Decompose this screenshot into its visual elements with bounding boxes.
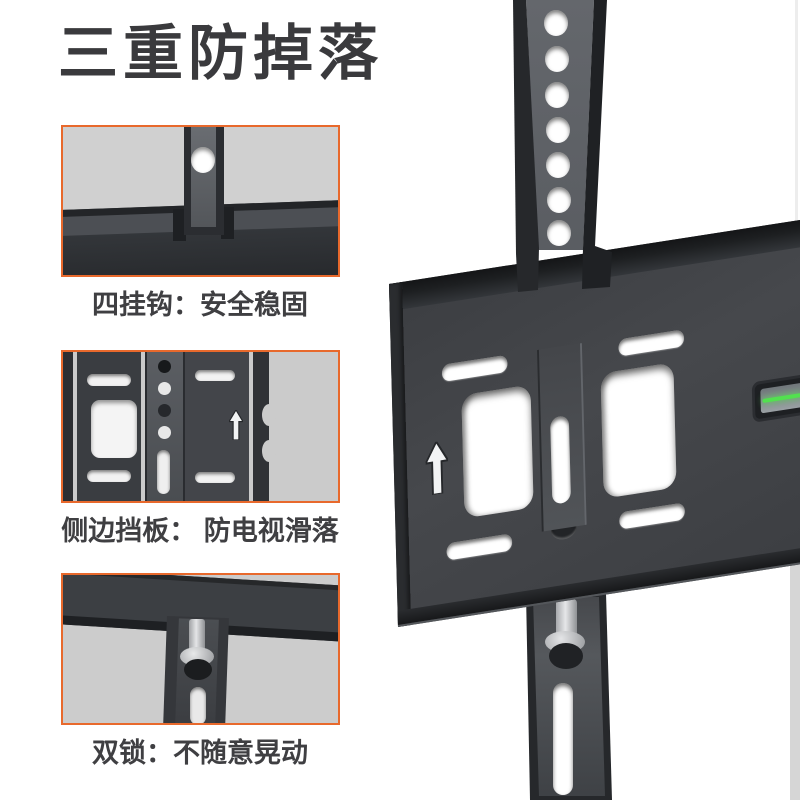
feature-caption-four-hooks: 四挂钩：安全稳固 (92, 290, 308, 320)
plate-cutout-left (461, 384, 534, 519)
rail-slot-sketch (189, 687, 206, 723)
feature-card-side-baffle: 侧边挡板： 防电视滑落 (40, 350, 360, 547)
feature-caption-side-baffle: 侧边挡板： 防电视滑落 (61, 516, 339, 546)
bubble-level (754, 376, 800, 420)
rail-hole-sketch (157, 382, 171, 395)
rail-hole-sketch (157, 426, 171, 439)
plate-cutout-right (600, 362, 677, 499)
feature-card-four-hooks: 四挂钩：安全稳固 (40, 125, 360, 321)
slot-sketch (194, 370, 235, 381)
lock-screw-sketch (188, 619, 205, 655)
bubble-level-green-line (762, 392, 800, 404)
hook-tab-right-sketch (220, 207, 234, 239)
center-rail-sketch (144, 352, 185, 501)
rail-slot-sketch (156, 450, 170, 494)
lock-hole (549, 643, 583, 669)
rail-hole-7 (547, 220, 571, 246)
backdrop-edge-band (790, 548, 800, 800)
baffle-notch-sketch (261, 404, 276, 426)
rail-hole-5 (546, 152, 570, 178)
lower-rail-slot (553, 683, 573, 795)
mount-slot-bottom-right (619, 502, 685, 530)
rail-strip-face-sketch (190, 127, 216, 227)
right-plate-sketch (184, 352, 249, 501)
rail-hole-6 (547, 187, 571, 213)
left-edge-sketch (62, 352, 73, 501)
slot-sketch (86, 470, 131, 482)
wall-plate (389, 219, 800, 627)
rail-hole-4 (546, 117, 570, 143)
slot-sketch (86, 374, 131, 386)
rail-hole-sketch (157, 360, 171, 373)
rail-hole-2 (545, 46, 569, 72)
bubble-level-window (760, 382, 800, 414)
rail-hole-sketch (183, 659, 212, 680)
feature-card-double-lock: 双锁：不随意晃动 (40, 573, 360, 769)
hook-tab-left-sketch (172, 209, 186, 241)
side-baffle-sketch (252, 352, 269, 501)
plate-left-face (389, 281, 412, 627)
double-lock-closeup-photo (60, 573, 340, 725)
lock-screw (556, 599, 577, 641)
lower-locking-rail (520, 593, 620, 800)
mount-slot-top-right (618, 329, 685, 357)
hook-closeup-photo (60, 125, 340, 277)
mount-slot-top-left (441, 354, 508, 383)
arrow-up-icon (425, 439, 449, 496)
slot-sketch (194, 472, 235, 483)
rail-hole-3 (545, 82, 569, 108)
arrow-up-icon (228, 410, 243, 440)
side-baffle-closeup-photo (60, 350, 340, 503)
feature-caption-double-lock: 双锁：不随意晃动 (92, 738, 308, 768)
rail-hole-sketch (157, 404, 171, 417)
rail-hole-sketch (190, 147, 215, 173)
cutout-sketch (90, 400, 137, 458)
upper-hook-rail (505, 0, 617, 296)
page-title: 三重防掉落 (58, 20, 383, 87)
rail-hole-1 (544, 10, 568, 36)
plate-center-slot (550, 415, 572, 505)
mount-slot-bottom-left (446, 533, 513, 561)
baffle-notch-sketch (261, 440, 276, 462)
